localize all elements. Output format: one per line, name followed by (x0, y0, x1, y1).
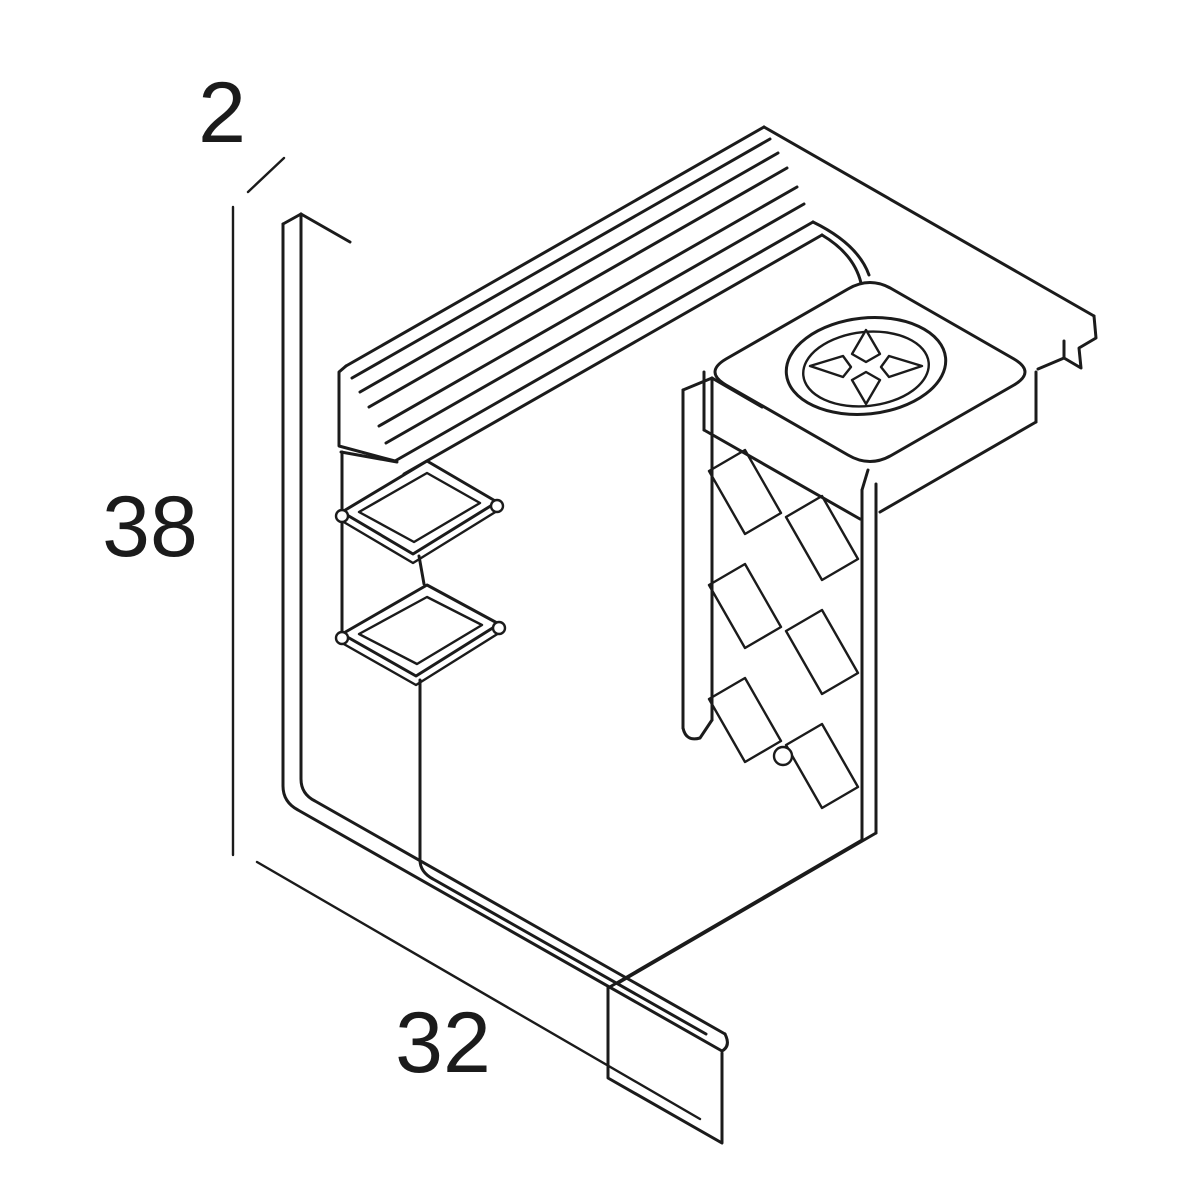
rib-line (384, 202, 806, 445)
rib-band-right-corner-outer (811, 220, 871, 277)
dimension-label-height: 38 (102, 479, 198, 575)
lattice-web-knob (772, 745, 794, 767)
rib-band-left-end-cap (337, 364, 397, 463)
right-wall-bottom-inner-edge (618, 831, 878, 984)
phillips-arm-left (808, 354, 853, 379)
lattice-cutout (784, 494, 860, 582)
lattice-wall-top-edge (710, 376, 764, 409)
rib-line (344, 125, 766, 368)
lattice-cutout (784, 608, 860, 696)
mounting-tabs (334, 459, 507, 687)
tab-lower-thickness (340, 631, 501, 687)
tab-nub (334, 508, 350, 524)
rib-band-bottom-edge (402, 233, 824, 476)
rib-line (393, 220, 815, 463)
tab-upper-inner-frame (357, 471, 482, 544)
right-wall-top-connector (860, 468, 870, 492)
tab-nub (489, 498, 505, 514)
rib-band-right-corner-inner (820, 233, 863, 285)
plate-top-thickness-edge (281, 212, 303, 226)
screw-head-inner (802, 330, 930, 408)
rib-line (350, 137, 772, 380)
phillips-arm-right (879, 354, 924, 379)
dimension-label-thickness: 2 (198, 65, 246, 161)
lower-skirt (606, 986, 724, 1145)
tab-connector-mid (417, 554, 426, 586)
hook-notch (1062, 314, 1098, 370)
boss-base-edge-right (878, 420, 1038, 514)
rib-line (358, 151, 780, 394)
rib-line (377, 185, 799, 428)
phillips-cross-icon (808, 328, 924, 406)
top-plate-lower-edge (1036, 356, 1066, 371)
lattice-post-bottom-cap (681, 718, 714, 741)
lattice-cutout (784, 722, 860, 810)
plate-outer-edge (281, 222, 724, 1053)
inner-channel (340, 450, 708, 1036)
rib-band-left-step (339, 450, 399, 464)
phillips-arm-down (850, 370, 882, 406)
ribbed-top-band (337, 125, 871, 476)
plate-bottom-tip (720, 1032, 729, 1053)
tab-lower-inner-frame (357, 595, 484, 666)
tab-nub (334, 630, 350, 646)
lattice-cutout (707, 562, 783, 650)
thickness-leader-line (246, 156, 286, 194)
plate-inner-edge (299, 212, 727, 1036)
boss-base-edge-left (702, 428, 862, 521)
tab-nub (491, 620, 507, 636)
phillips-arm-up (850, 328, 882, 364)
plate-top-edge (299, 212, 352, 244)
screw-boss (702, 281, 1038, 521)
dimension-lines: 2 38 32 (102, 65, 702, 1121)
dimension-label-width: 32 (395, 995, 491, 1091)
tab-upper-thickness (340, 509, 499, 565)
top-plate-edge (762, 125, 1096, 318)
rib-line (367, 166, 789, 409)
inner-corner-edge (418, 678, 708, 1036)
right-wall (606, 468, 878, 1145)
lattice-post-top-cap (681, 376, 714, 392)
width-dimension-line (255, 860, 702, 1121)
end-plate (281, 212, 729, 1053)
lattice-cutout (707, 676, 783, 764)
lattice-cutout (707, 448, 783, 536)
lattice-wall (681, 376, 860, 810)
top-flat-plate (762, 125, 1098, 371)
